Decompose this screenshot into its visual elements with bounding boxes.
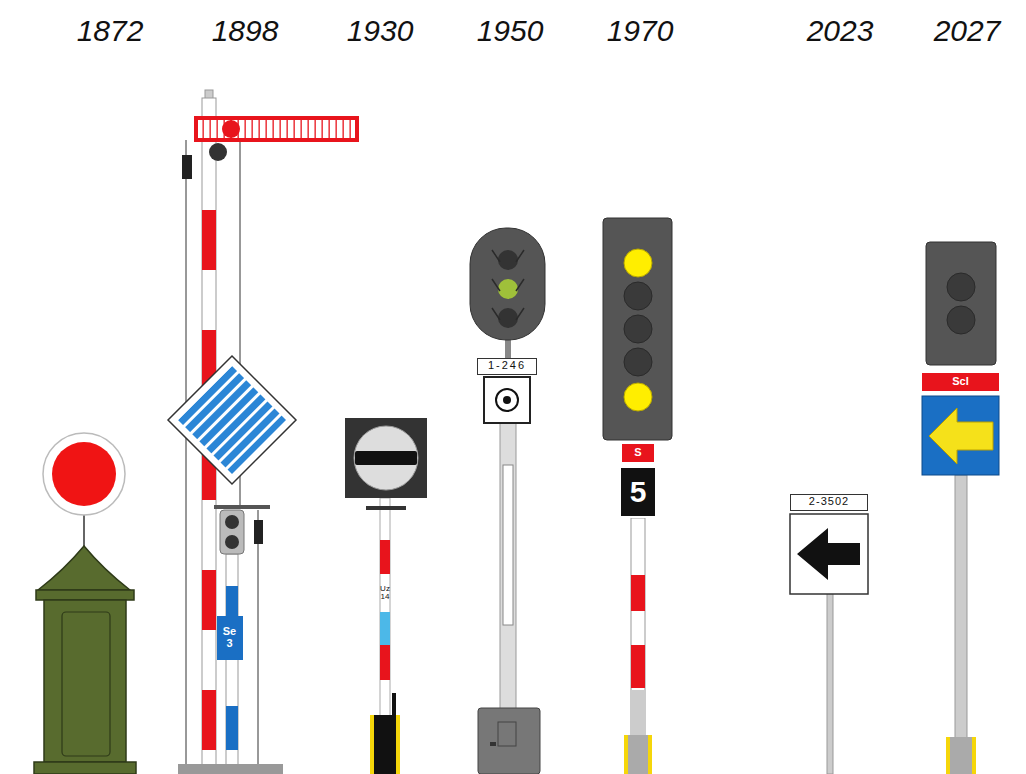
year-label: 2027 (934, 14, 1001, 47)
year-label: 2023 (807, 14, 874, 47)
sign-plate: Scl (922, 373, 999, 391)
plate-text: S (634, 447, 641, 459)
year-label: 2023 (807, 14, 874, 47)
plate-text: Scl (952, 376, 969, 388)
sign-plate: Se 3 (217, 616, 243, 660)
light-signal-5 (603, 218, 672, 774)
plate-text: 1-246 (488, 360, 526, 372)
year-label: 1898 (212, 14, 279, 47)
disc-signal (34, 433, 136, 774)
year-label: 1950 (477, 14, 544, 47)
number-plate: 2-3502 (790, 494, 868, 511)
plate-text: Se 3 (219, 626, 241, 649)
year-label: 1970 (607, 14, 674, 47)
light-signal-2 (922, 242, 999, 774)
sign-plate: S (622, 444, 654, 462)
year-label: 1970 (607, 14, 674, 47)
year-label: 1930 (347, 14, 414, 47)
year-label: 1872 (77, 14, 144, 47)
year-label: 1950 (477, 14, 544, 47)
plate-text: 5 (630, 476, 647, 508)
speed-plate: 5 (619, 466, 657, 518)
year-label: 1930 (347, 14, 414, 47)
year-label: 1872 (77, 14, 144, 47)
number-plate: 1-246 (477, 358, 537, 375)
year-label: 1898 (212, 14, 279, 47)
disc-board-signal (345, 418, 427, 774)
pole-marking: Uz 14 (379, 585, 391, 601)
plate-text: 2-3502 (809, 496, 849, 508)
arrow-board (790, 514, 868, 774)
light-signal-3 (470, 228, 545, 774)
pole-marking: Uz 14 (379, 585, 391, 601)
year-label: 2027 (934, 14, 1001, 47)
semaphore-signal (168, 90, 357, 774)
